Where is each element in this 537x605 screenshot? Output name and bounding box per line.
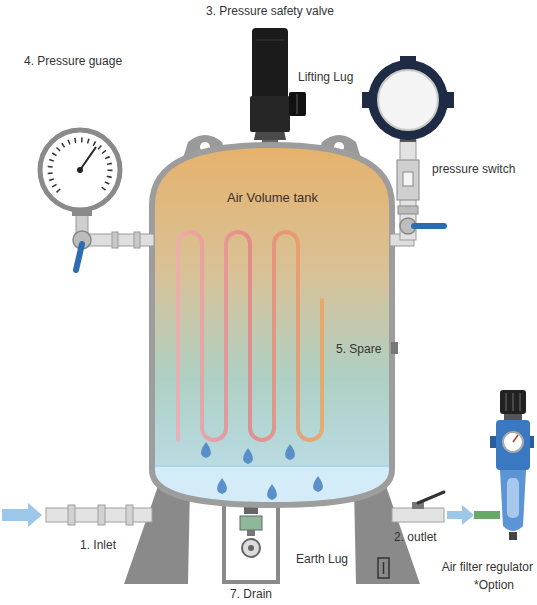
pipe-fitting: [68, 505, 75, 525]
pipe-fitting: [98, 505, 105, 525]
pipe-fitting: [126, 505, 133, 525]
bowl-window: [507, 478, 519, 518]
flow-arrow: [447, 505, 474, 525]
inlet: [2, 503, 152, 527]
bowl-drain: [509, 532, 517, 540]
regulator-neck: [504, 414, 522, 420]
drain-stem: [247, 530, 255, 536]
pipe-fitting: [112, 232, 118, 248]
left-leg: [124, 486, 190, 584]
flow-arrow: [2, 503, 42, 527]
valve-lever: [418, 492, 444, 503]
part-label: 5. Spare: [336, 342, 381, 356]
water-drop: [313, 476, 323, 492]
part-label: 2. outlet: [394, 530, 437, 544]
pressure-gauge: [40, 130, 154, 270]
tank-title: Air Volume tank: [227, 190, 318, 205]
filter-bowl: [500, 470, 526, 531]
part-label: pressure switch: [432, 162, 515, 176]
water-line: [150, 465, 396, 467]
earth-lug-symbol: [378, 558, 389, 578]
tank: [150, 145, 398, 510]
valve-handle: [414, 223, 444, 229]
switch-body: [397, 160, 419, 200]
knob-ridge: [505, 393, 507, 411]
drain-knob: [248, 545, 254, 551]
switch-fitting: [398, 206, 418, 214]
valve-base: [250, 96, 290, 132]
green-hose: [474, 511, 500, 519]
part-label: Earth Lug: [296, 552, 348, 566]
pressure-switch: [362, 56, 454, 246]
part-label: 7. Drain: [230, 587, 272, 601]
part-label: *Option: [474, 578, 514, 592]
pipe-fitting: [134, 232, 140, 248]
outlet: [392, 492, 500, 525]
regulator-port: [490, 436, 497, 448]
valve-body: [252, 28, 288, 100]
water-drop: [243, 448, 253, 464]
drain-valve: [240, 504, 262, 557]
valve-port: [289, 92, 306, 116]
air-filter-regulator: [490, 390, 534, 540]
drain-knob: [242, 539, 260, 557]
switch-dial: [368, 60, 448, 140]
switch-face: [378, 70, 438, 130]
water-drop: [201, 442, 211, 458]
part-label: 3. Pressure safety valve: [206, 4, 334, 18]
gauge-needle: [513, 435, 518, 442]
part-label: 4. Pressure guage: [24, 54, 122, 68]
knob-ridge: [512, 393, 514, 411]
knob-ridge: [519, 393, 521, 411]
outlet-pipe: [392, 508, 444, 522]
drain-frame: [224, 498, 278, 582]
gauge-ticks: [50, 140, 110, 191]
tank-shell: [152, 145, 392, 505]
gauge-needle: [80, 147, 96, 170]
regulator-gauge: [503, 432, 523, 452]
regulator-body: [496, 420, 530, 470]
valve-body: [256, 40, 284, 41]
water-drop: [285, 444, 295, 460]
heating-coil: [178, 232, 322, 440]
water-drop: [267, 484, 277, 500]
gauge-dial: [40, 130, 120, 210]
regulator-knob: [500, 390, 526, 414]
part-label: Lifting Lug: [298, 70, 353, 84]
spare-port: [391, 342, 398, 354]
safety-valve: [250, 28, 306, 150]
drain-body: [240, 516, 262, 530]
valve-handle: [76, 244, 82, 270]
tank-body: Air Volume tank: [155, 150, 390, 490]
switch-window: [403, 172, 413, 186]
water-drops: [201, 442, 323, 500]
water-drop: [217, 478, 227, 494]
part-label: Air filter regulator: [442, 560, 533, 574]
valve-port: [296, 94, 298, 114]
earth-lug-symbol: [383, 562, 385, 574]
gauge-hub: [77, 167, 83, 173]
gauge-pipe: [88, 234, 154, 246]
tank-rim: [152, 145, 392, 505]
part-label: 1. Inlet: [80, 538, 116, 552]
